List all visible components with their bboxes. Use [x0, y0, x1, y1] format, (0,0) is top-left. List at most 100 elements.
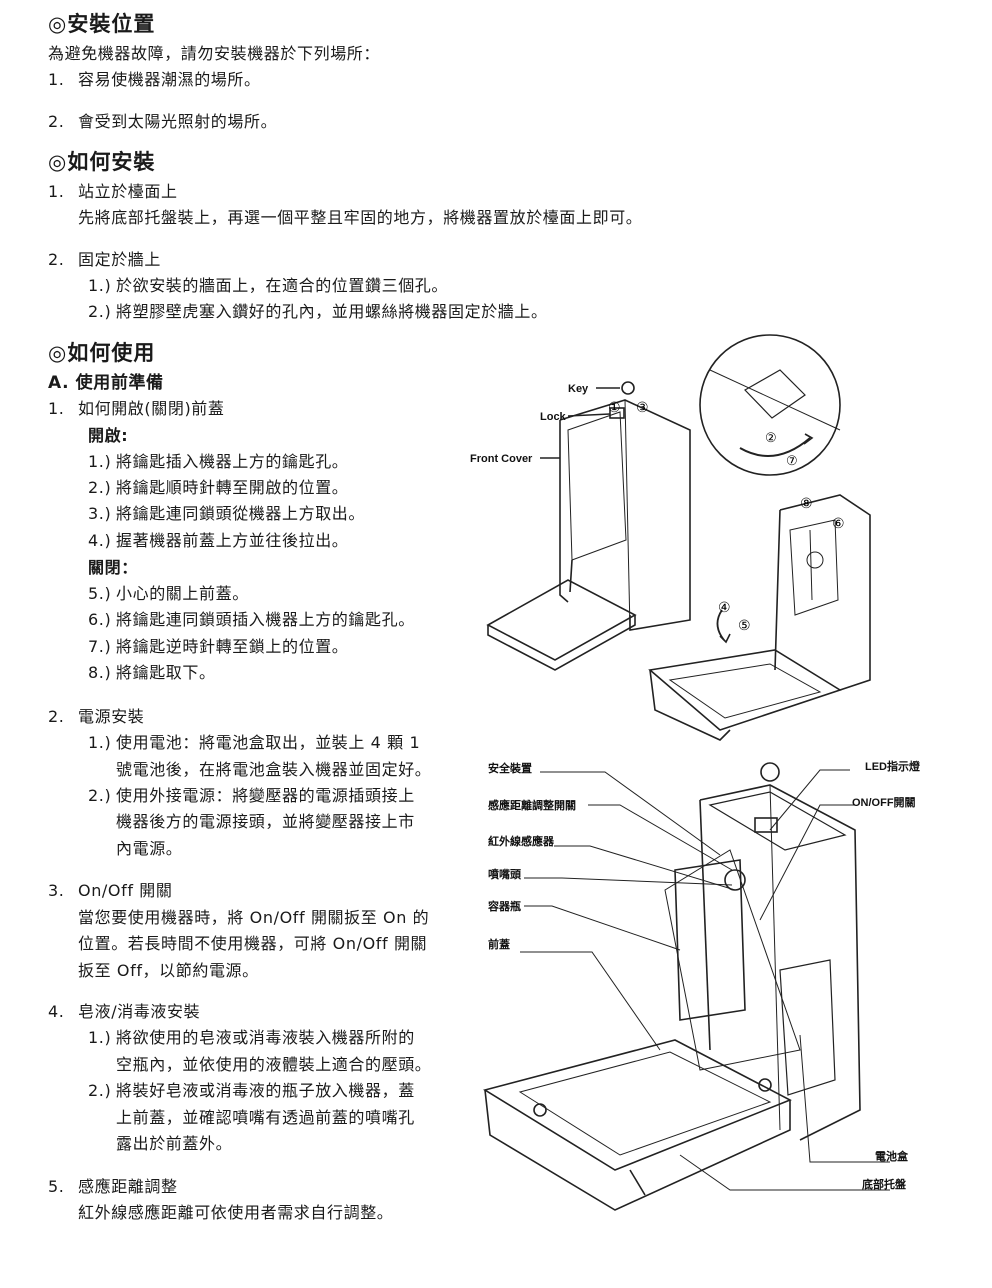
list-item: 2. 會受到太陽光照射的場所。 — [48, 108, 277, 132]
list-item: 2.電源安裝 — [48, 703, 144, 727]
list-number: 1. — [48, 70, 65, 89]
step-number: 1.) — [88, 1028, 112, 1047]
list-item: 4. 皂液/消毒液安裝 — [48, 998, 200, 1022]
zoom-detail-circle — [699, 334, 841, 476]
marker-6: ⑥ — [832, 515, 845, 531]
marker-3: ③ — [636, 399, 649, 415]
sub-step: 1.)將鑰匙插入機器上方的鑰匙孔。 — [88, 448, 348, 472]
label-front-cover: 前蓋 — [488, 937, 510, 951]
step-text: 小心的關上前蓋。 — [116, 584, 249, 603]
open-front-cover — [648, 649, 842, 731]
step-text: 將鑰匙取下。 — [116, 663, 216, 682]
key-icon — [760, 762, 780, 782]
step-number: 6.) — [88, 610, 112, 629]
list-item: 1. 站立於檯面上 — [48, 178, 178, 202]
label-key: Key — [568, 383, 589, 395]
list-text: 如何開啟(關閉)前蓋 — [78, 399, 225, 418]
step-text: 將裝好皂液或消毒液的瓶子放入機器，蓋 — [116, 1081, 415, 1100]
list-description: 先將底部托盤裝上，再選一個平整且牢固的地方，將機器置放於檯面上即可。 — [78, 208, 643, 227]
step-text: 將鑰匙順時針轉至開啟的位置。 — [116, 478, 349, 497]
list-text: 固定於牆上 — [78, 250, 162, 269]
sub-step: 1.)將欲使用的皂液或消毒液裝入機器所附的 — [88, 1024, 415, 1048]
marker-4: ④ — [718, 599, 731, 615]
list-text: 容易使機器潮濕的場所。 — [78, 70, 261, 89]
label-sensor-adjust-switch: 感應距離調整開關 — [488, 798, 576, 812]
step-text: 將欲使用的皂液或消毒液裝入機器所附的 — [116, 1028, 415, 1047]
sub-step: 4.)握著機器前蓋上方並往後拉出。 — [88, 527, 348, 551]
sub-step: 2.)將裝好皂液或消毒液的瓶子放入機器，蓋 — [88, 1077, 415, 1101]
parts-diagram: 安全裝置 感應距離調整開關 紅外線感應器 噴嘴頭 容器瓶 前蓋 LED指示燈 O… — [482, 759, 921, 1211]
step-number: 4.) — [88, 531, 112, 550]
list-text: On/Off 開關 — [78, 881, 173, 900]
step-text: 將鑰匙插入機器上方的鑰匙孔。 — [116, 452, 349, 471]
step-number: 5.) — [88, 584, 112, 603]
sub-step: 2.)將塑膠壁虎塞入鑽好的孔內，並用螺絲將機器固定於牆上。 — [88, 298, 548, 322]
list-item: 1. 容易使機器潮濕的場所。 — [48, 66, 261, 90]
list-number: 4. — [48, 1002, 65, 1021]
step-number: 1.) — [88, 276, 112, 295]
subsection-title: A. 使用前準備 — [48, 373, 164, 393]
label-ir-sensor: 紅外線感應器 — [488, 834, 555, 848]
list-text: 皂液/消毒液安裝 — [78, 1002, 201, 1021]
marker-8: ⑧ — [800, 495, 813, 511]
list-number: 2. — [48, 112, 65, 131]
sub-step: 6.)將鑰匙連同鎖頭插入機器上方的鑰匙孔。 — [88, 606, 415, 630]
closed-dispenser-tray — [486, 579, 637, 661]
lock-icon — [609, 407, 625, 419]
label-onoff-switch: ON/OFF開關 — [852, 796, 916, 809]
nozzle-icon — [724, 869, 746, 891]
list-number: 2. — [48, 250, 65, 269]
list-number: 1. — [48, 182, 65, 201]
label-battery-box: 電池盒 — [875, 1149, 909, 1163]
step-number: 2.) — [88, 786, 112, 805]
sub-step: 8.)將鑰匙取下。 — [88, 659, 216, 683]
step-text: 握著機器前蓋上方並往後拉出。 — [116, 531, 349, 550]
list-text: 電源安裝 — [78, 707, 145, 726]
step-number: 2.) — [88, 302, 112, 321]
step-text-continued: 露出於前蓋外。 — [116, 1134, 233, 1153]
sub-step: 3.)將鑰匙連同鎖頭從機器上方取出。 — [88, 500, 365, 524]
sub-step: 1.)使用電池：將電池盒取出，並裝上 4 顆 1 — [88, 729, 420, 753]
sub-step: 2.)使用外接電源：將變壓器的電源插頭接上 — [88, 782, 415, 806]
list-number: 5. — [48, 1177, 65, 1196]
label-lock: Lock — [540, 411, 567, 423]
step-number: 7.) — [88, 637, 112, 656]
step-number: 8.) — [88, 663, 112, 682]
list-item: 1. 如何開啟(關閉)前蓋 — [48, 395, 225, 419]
label-bottom-tray: 底部托盤 — [862, 1177, 907, 1191]
step-number: 1.) — [88, 733, 112, 752]
step-number: 2.) — [88, 1081, 112, 1100]
key-icon — [621, 381, 635, 395]
list-text: 感應距離調整 — [78, 1177, 178, 1196]
section-title-how-install: ◎如何安裝 — [48, 150, 156, 174]
bottle — [674, 859, 746, 1021]
step-text-continued: 空瓶內，並依使用的液體裝上適合的壓頭。 — [116, 1055, 432, 1074]
list-text: 會受到太陽光照射的場所。 — [78, 112, 278, 131]
open-label: 開啟: — [88, 426, 129, 445]
section-title-install-location: ◎安裝位置 — [48, 12, 156, 36]
list-description: 紅外線感應距離可依使用者需求自行調整。 — [78, 1203, 394, 1222]
step-text: 於欲安裝的牆面上，在適合的位置鑽三個孔。 — [116, 276, 449, 295]
sub-step: 2.)將鑰匙順時針轉至開啟的位置。 — [88, 474, 348, 498]
paragraph-line: 位置。若長時間不使用機器，可將 On/Off 開關 — [78, 934, 428, 953]
list-item: 5. 感應距離調整 — [48, 1173, 178, 1197]
step-text: 使用電池：將電池盒取出，並裝上 4 顆 1 — [116, 733, 421, 752]
step-text-continued: 號電池後，在將電池盒裝入機器並固定好。 — [116, 760, 432, 779]
list-number: 1. — [48, 399, 65, 418]
sub-step: 1.)於欲安裝的牆面上，在適合的位置鑽三個孔。 — [88, 272, 448, 296]
marker-5: ⑤ — [738, 617, 751, 633]
paragraph-line: 扳至 Off，以節約電源。 — [78, 961, 259, 980]
step-text: 將鑰匙連同鎖頭從機器上方取出。 — [116, 504, 366, 523]
step-number: 3.) — [88, 504, 112, 523]
section-title-how-use: ◎如何使用 — [48, 341, 156, 365]
marker-1: ① — [608, 399, 621, 415]
label-led-indicator: LED指示燈 — [865, 759, 921, 773]
step-text-continued: 內電源。 — [116, 839, 183, 858]
marker-7: ⑦ — [786, 453, 798, 468]
close-label: 關閉： — [88, 558, 138, 577]
label-nozzle: 噴嘴頭 — [488, 867, 522, 881]
list-text: 站立於檯面上 — [78, 182, 178, 201]
marker-2: ② — [765, 430, 777, 445]
step-number: 2.) — [88, 478, 112, 497]
step-text: 將塑膠壁虎塞入鑽好的孔內，並用螺絲將機器固定於牆上。 — [116, 302, 548, 321]
